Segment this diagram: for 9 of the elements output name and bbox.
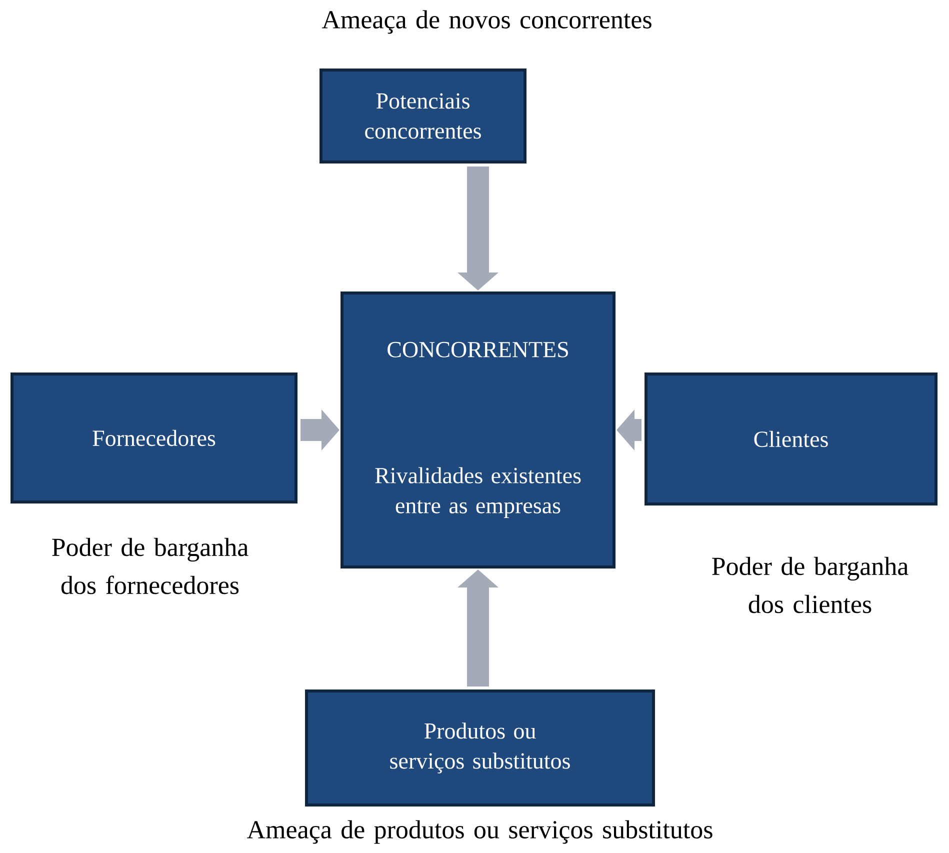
node-label: Poder de barganha dos fornecedores xyxy=(52,538,248,594)
box: Clientes xyxy=(644,372,938,506)
box: Fornecedores xyxy=(10,372,298,504)
node-label: Ameaça de produtos ou serviços substitutos xyxy=(247,820,712,844)
node-label: Poder de barganha dos clientes xyxy=(712,556,908,614)
node-label: Ameaça de novos concorrentes xyxy=(322,10,652,34)
box: CONCORRENTES Rivalidades existentes entre as empresas xyxy=(340,292,616,568)
box: Produtos ou serviços substitutos xyxy=(305,690,655,806)
box: Potenciais concorrentes xyxy=(320,68,526,164)
